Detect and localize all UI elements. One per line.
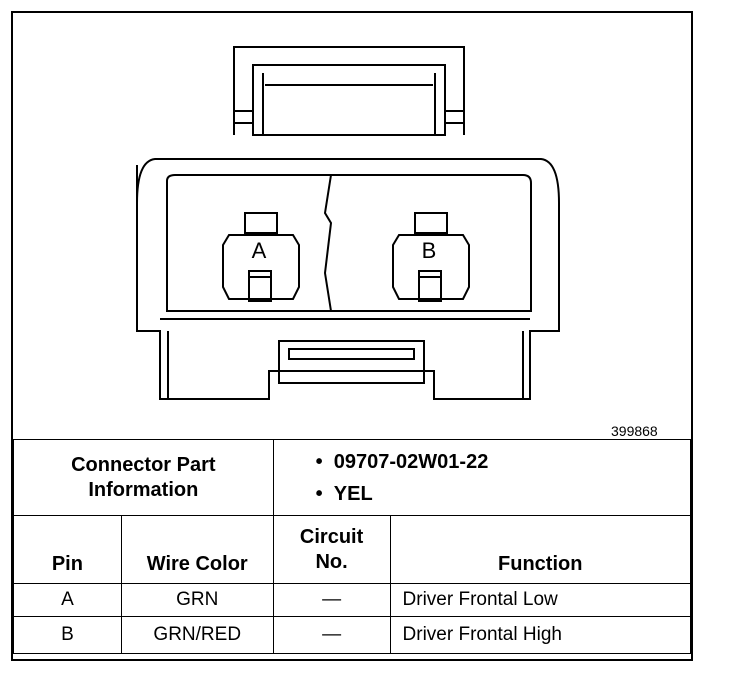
column-header-pin: Pin xyxy=(13,515,122,584)
function-cell: Driver Frontal Low xyxy=(389,583,692,617)
wire-color-cell: GRN/RED xyxy=(120,616,274,654)
connector-info-table: Connector Part Information • 09707-02W01… xyxy=(13,439,692,654)
pin-cell: B xyxy=(13,616,122,654)
function-cell: Driver Frontal High xyxy=(389,616,692,654)
connector-part-info-values: • 09707-02W01-22 • YEL xyxy=(272,439,692,516)
connector-cavity xyxy=(166,174,532,312)
table-row: A GRN — Driver Frontal Low xyxy=(13,583,692,617)
pin-b-label: B xyxy=(422,238,437,263)
part-info-title-line1: Connector Part xyxy=(71,453,216,476)
part-info-title-line2: Information xyxy=(88,478,199,501)
column-header-wire-color: Wire Color xyxy=(120,515,274,584)
circuit-cell: — xyxy=(272,616,391,654)
connector-housing xyxy=(136,158,560,400)
figure-number: 399868 xyxy=(611,423,658,439)
circuit-cell: — xyxy=(272,583,391,617)
connector-divider xyxy=(323,174,333,312)
pin-a-label: A xyxy=(252,238,267,263)
connector-latch xyxy=(233,46,465,135)
table-row: B GRN/RED — Driver Frontal High xyxy=(13,616,692,654)
connector-color: • YEL xyxy=(315,482,373,505)
connector-lock xyxy=(278,340,425,372)
column-header-circuit: Circuit No. xyxy=(272,515,391,584)
part-number: • 09707-02W01-22 xyxy=(315,450,489,473)
column-header-function: Function xyxy=(389,515,692,584)
pin-b-terminal xyxy=(392,212,470,302)
connector-part-info-label: Connector Part Information xyxy=(13,439,274,516)
pin-cell: A xyxy=(13,583,122,617)
connector-diagram: A B xyxy=(136,46,560,400)
pin-a-terminal xyxy=(222,212,300,302)
connector-sheet: A B 399868 Connector Part Information • … xyxy=(11,11,693,661)
connector-latch-window xyxy=(252,64,446,136)
wire-color-cell: GRN xyxy=(120,583,274,617)
